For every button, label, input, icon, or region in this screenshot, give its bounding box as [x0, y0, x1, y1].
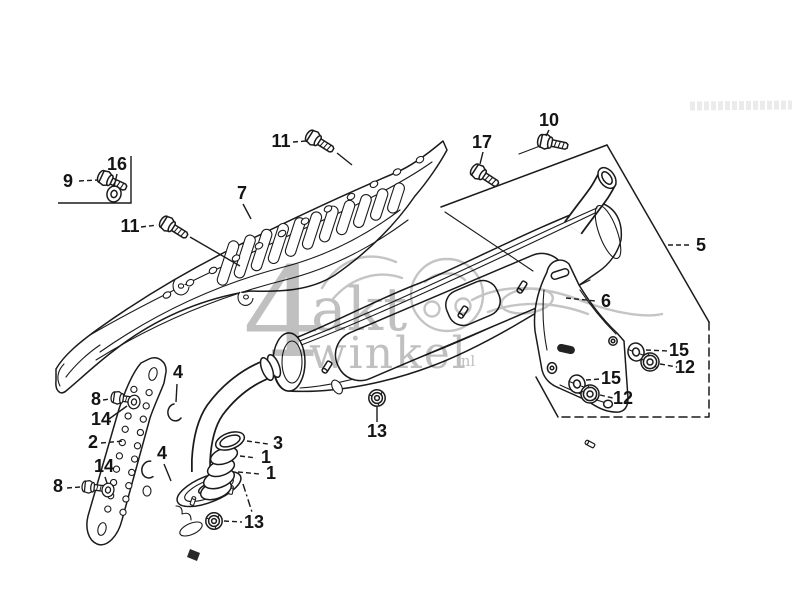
pipe-tip: [179, 521, 203, 537]
mounting-bracket: [533, 259, 629, 413]
callout-8: 8: [53, 476, 63, 496]
callout-1: 1: [261, 447, 271, 467]
bracket-slot-dark: [557, 343, 575, 355]
pipe-flange-joint: [175, 431, 253, 561]
callout-15: 15: [601, 368, 621, 388]
callout-11: 11: [271, 131, 290, 151]
bolt-10: [535, 132, 570, 155]
explosion-axis: [242, 483, 253, 513]
callout-13: 13: [244, 512, 264, 532]
callout-6: 6: [601, 291, 611, 311]
callout-7: 7: [237, 183, 247, 203]
lower-heat-shield: [86, 357, 167, 546]
callout-1: 1: [266, 463, 276, 483]
callout-10: 10: [539, 110, 559, 130]
small-washer: [142, 485, 152, 497]
shield-hole-row: [162, 155, 425, 299]
bolt-11: [302, 126, 338, 158]
tailpipe: [564, 166, 617, 235]
nut-12: [580, 384, 600, 404]
callout-16: 16: [107, 154, 127, 174]
spring-hook: [175, 505, 192, 521]
callout-3: 3: [273, 433, 283, 453]
pipe-clamp: [167, 403, 182, 422]
callout-12: 12: [675, 357, 695, 377]
watermark: 4 akt winkel .nl: [243, 241, 664, 386]
callout-5: 5: [696, 235, 706, 255]
leader-lines: [58, 129, 692, 523]
pipe-end-stub: [187, 549, 200, 561]
callout-4: 4: [173, 362, 183, 382]
pipe-clamp: [141, 460, 154, 479]
bracket-stud: [583, 439, 596, 449]
faint-scan-smudge: [689, 100, 793, 111]
assembly-boundary: [440, 144, 710, 418]
callout-13: 13: [367, 421, 387, 441]
cap-nut-13: [368, 389, 386, 407]
callout-17: 17: [472, 132, 492, 152]
bolt-17: [467, 160, 503, 192]
callout-4: 4: [157, 443, 167, 463]
callout-14: 14: [94, 456, 114, 476]
callout-15: 15: [669, 340, 689, 360]
watermark-moped-sketch: [320, 255, 664, 318]
bracket-slot: [550, 267, 570, 281]
upper-heat-shield: [55, 140, 448, 394]
exhaust-pipe: [191, 358, 274, 472]
watermark-word-bottom: winkel: [309, 328, 468, 379]
nut-12: [640, 352, 660, 372]
callout-labels: 9 16 11 7 11 17 10 5 6 15 12 15 12 13 13…: [53, 110, 706, 532]
callout-12: 12: [613, 388, 633, 408]
muffler-body: [259, 166, 623, 395]
cap-nut-13: [205, 512, 223, 530]
callout-8: 8: [91, 389, 101, 409]
callout-2: 2: [88, 432, 98, 452]
watermark-word-top: akt: [311, 275, 407, 345]
callout-9: 9: [63, 171, 73, 191]
callout-14: 14: [91, 409, 111, 429]
watermark-tld: .nl: [456, 352, 475, 370]
ref-corner-bracket: [58, 156, 132, 204]
bolt-11: [156, 212, 192, 244]
callout-11: 11: [120, 216, 139, 236]
watermark-numeral: 4: [243, 241, 323, 386]
